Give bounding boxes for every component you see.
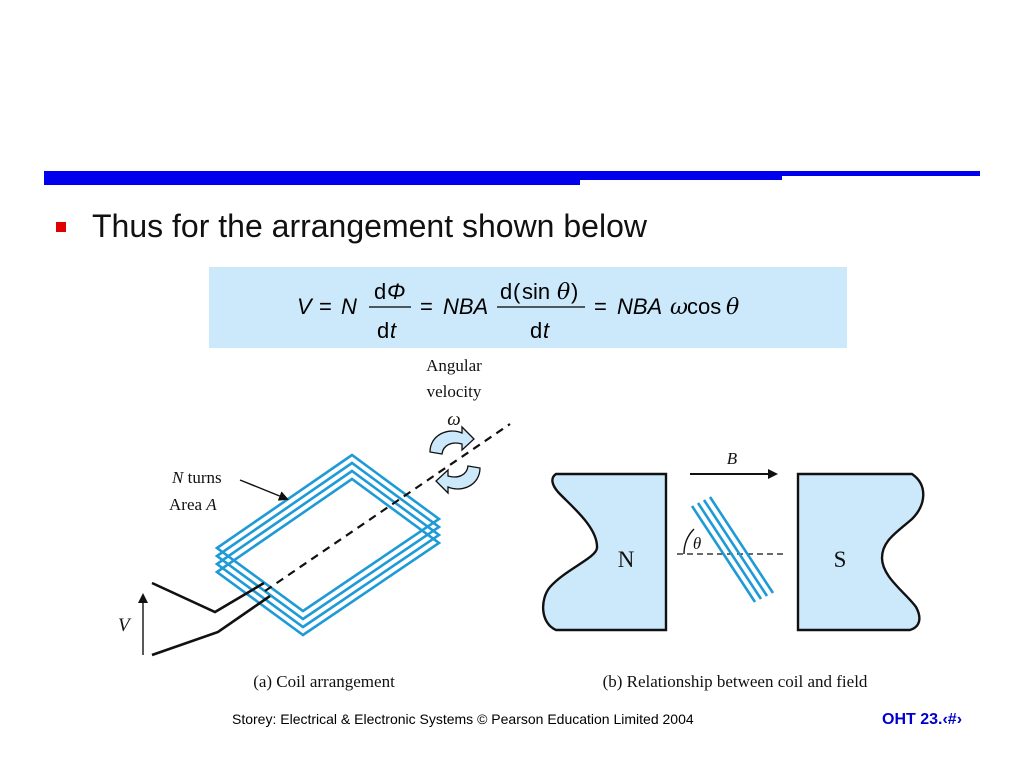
eq-nba-2: NBA [617, 294, 662, 319]
eq-equals-2: = [420, 294, 433, 319]
voltage-label: V [118, 615, 132, 636]
north-pole-label: N [618, 547, 635, 572]
coil-edge [690, 496, 775, 603]
rotation-arrows-icon [429, 425, 481, 495]
angle-arc [683, 528, 695, 555]
slide-number: OHT 23.‹#› [882, 711, 963, 728]
rotation-axis [264, 423, 511, 592]
rule-bar-bottom [44, 180, 580, 185]
omega-symbol: ω [447, 409, 460, 430]
equation-box: V = N d Φ d t = NBA d ( sin θ ) d t = NB… [209, 267, 847, 348]
eq-equals-1: = [319, 294, 332, 319]
rule-bar-middle [44, 176, 782, 180]
eq-nba-1: NBA [443, 294, 488, 319]
coil-turns [214, 453, 442, 637]
rule-bar-top [44, 171, 980, 176]
eq-v: V [297, 294, 314, 319]
eq-d-numerator-2: d [500, 279, 512, 304]
angle-theta-label: θ [693, 534, 701, 553]
lead-wire-lower [151, 594, 271, 657]
field-b-label: B [727, 449, 738, 468]
eq-t-1: t [390, 318, 397, 343]
lead-wire-upper [151, 581, 265, 614]
angular-velocity-label-1: Angular [426, 356, 482, 375]
south-pole-label: S [834, 547, 847, 572]
eq-theta-2: θ [726, 295, 739, 320]
footer-credit: Storey: Electrical & Electronic Systems … [232, 711, 694, 727]
eq-d-numerator-1: d [374, 279, 386, 304]
caption-coil-field-relationship: (b) Relationship between coil and field [603, 672, 868, 691]
coil-diagrams: Angular velocity ω N turns Area A V (a) … [118, 356, 925, 691]
eq-theta-1: θ [557, 280, 570, 305]
eq-phi: Φ [387, 279, 405, 304]
n-turns-label: N turns [171, 468, 222, 487]
eq-d-denominator-2: d [530, 318, 542, 343]
coil-arrangement-figure: Angular velocity ω N turns Area A V (a) … [118, 356, 511, 691]
eq-d-denominator-1: d [377, 318, 389, 343]
eq-rparen: ) [571, 279, 578, 304]
eq-lparen: ( [513, 279, 521, 304]
eq-equals-3: = [594, 294, 607, 319]
north-pole [542, 472, 668, 632]
south-pole [796, 472, 925, 632]
eq-sin: sin [522, 279, 550, 304]
eq-t-2: t [543, 318, 550, 343]
title-rule [44, 171, 980, 185]
equation: V = N d Φ d t = NBA d ( sin θ ) d t = NB… [297, 279, 739, 343]
area-label: Area A [169, 495, 217, 514]
n-turns-pointer-arrow [239, 479, 289, 501]
bullet-text: Thus for the arrangement shown below [92, 208, 647, 244]
angular-velocity-label-2: velocity [427, 382, 482, 401]
bullet-item: Thus for the arrangement shown below [56, 208, 647, 245]
caption-coil-arrangement: (a) Coil arrangement [253, 672, 395, 691]
coil-field-relationship-figure: B N S θ (b) Relationship between coil an… [542, 449, 925, 691]
bullet-marker-icon [56, 221, 66, 232]
eq-omega: ω [670, 295, 688, 320]
eq-n: N [341, 294, 357, 319]
eq-cos: cos [687, 294, 721, 319]
